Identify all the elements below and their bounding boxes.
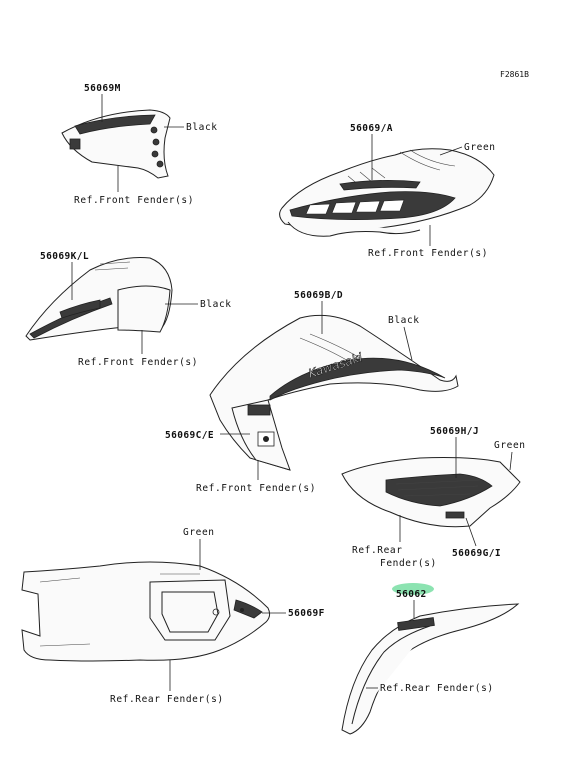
part-number-56069gi[interactable]: 56069G/I: [452, 548, 501, 559]
color-label-black-m: Black: [186, 122, 218, 133]
color-label-green-f: Green: [183, 527, 215, 538]
part-number-56069ce[interactable]: 56069C/E: [165, 430, 214, 441]
ref-rear-fender-hj-line2: Fender(s): [380, 558, 437, 569]
part-56069a-drawing: [279, 148, 495, 237]
part-56069m-drawing: [61, 109, 171, 179]
ref-front-fender-a: Ref.Front Fender(s): [368, 248, 488, 259]
part-number-56062[interactable]: 56062: [396, 589, 427, 600]
part-number-56069a[interactable]: 56069/A: [350, 123, 393, 134]
part-56069bd-drawing: Kawasaki: [209, 314, 459, 471]
part-number-56069kl[interactable]: 56069K/L: [40, 251, 89, 262]
part-number-56069hj[interactable]: 56069H/J: [430, 426, 479, 437]
part-56069kl-drawing: [25, 257, 173, 341]
part-number-56069f[interactable]: 56069F: [288, 608, 325, 619]
ref-rear-fender-hj-line1: Ref.Rear: [352, 545, 403, 556]
color-label-green-a: Green: [464, 142, 496, 153]
ref-front-fender-kl: Ref.Front Fender(s): [78, 357, 198, 368]
part-56069hj-drawing: [341, 457, 521, 528]
ref-rear-fender-62: Ref.Rear Fender(s): [380, 683, 494, 694]
part-56062-drawing: [341, 603, 520, 735]
part-number-56069m[interactable]: 56069M: [84, 83, 121, 94]
color-label-green-hj: Green: [494, 440, 526, 451]
figure-id: F2861B: [500, 70, 529, 79]
color-label-black-bd: Black: [388, 315, 420, 326]
ref-front-fender-bd: Ref.Front Fender(s): [196, 483, 316, 494]
color-label-black-kl: Black: [200, 299, 232, 310]
part-number-56069bd[interactable]: 56069B/D: [294, 290, 343, 301]
part-56069f-drawing: [21, 561, 271, 662]
ref-front-fender-m: Ref.Front Fender(s): [74, 195, 194, 206]
ref-rear-fender-f: Ref.Rear Fender(s): [110, 694, 224, 705]
highlight-marker: [392, 583, 434, 595]
